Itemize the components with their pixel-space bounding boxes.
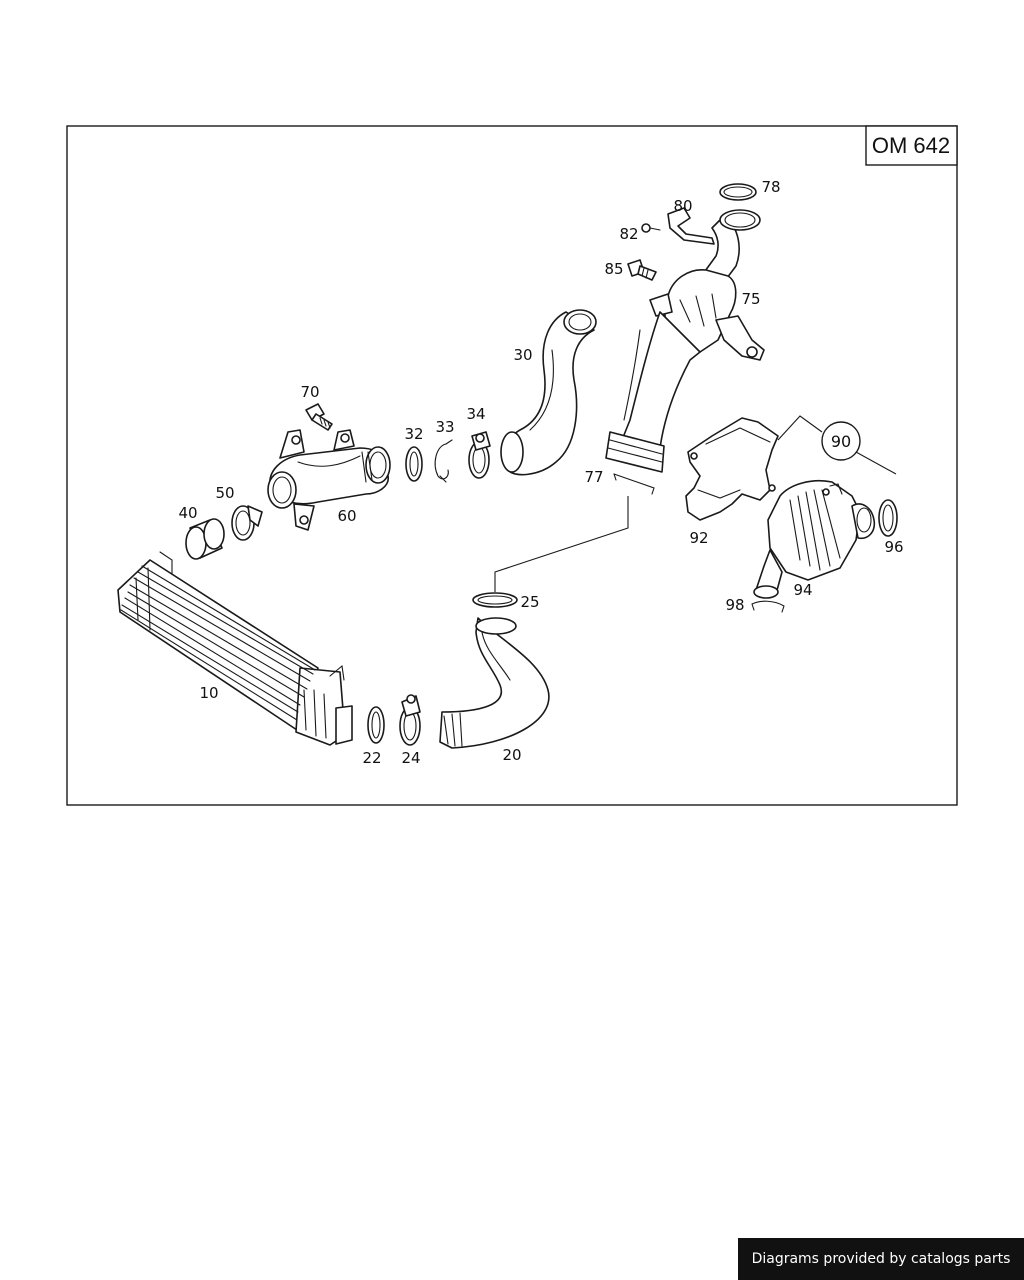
label-78: 78 (761, 178, 780, 196)
label-25: 25 (520, 593, 539, 611)
group-callout-90[interactable]: 90 (777, 415, 897, 475)
label-80: 80 (673, 197, 692, 215)
part-32-seal-ring[interactable] (405, 446, 423, 482)
part-33-retaining-clip[interactable] (434, 439, 453, 483)
label-24: 24 (401, 749, 420, 767)
part-80-bracket[interactable] (667, 207, 715, 245)
label-20: 20 (502, 746, 521, 764)
label-96: 96 (884, 538, 903, 556)
label-34: 34 (466, 405, 485, 423)
label-33: 33 (435, 418, 454, 436)
label-60: 60 (337, 507, 356, 525)
part-70-bolt[interactable] (305, 403, 333, 431)
label-94: 94 (793, 581, 812, 599)
label-70: 70 (300, 383, 319, 401)
part-78-o-ring[interactable] (719, 183, 757, 201)
part-22-seal-ring[interactable] (367, 706, 385, 744)
leader-25-77 (494, 496, 629, 592)
part-24-hose-clamp[interactable] (399, 694, 421, 746)
part-98-retaining-clip[interactable] (751, 600, 785, 613)
label-75: 75 (741, 290, 760, 308)
engine-badge: OM 642 (865, 125, 958, 166)
part-82-screw[interactable] (641, 223, 661, 233)
label-92: 92 (689, 529, 708, 547)
label-82: 82 (619, 225, 638, 243)
label-85: 85 (604, 260, 623, 278)
engine-badge-text: OM 642 (872, 133, 950, 158)
part-77-retaining-clip[interactable] (613, 473, 655, 495)
part-40-sleeve[interactable] (185, 518, 225, 560)
part-85-bolt[interactable] (627, 259, 657, 281)
part-25-o-ring[interactable] (472, 592, 518, 608)
part-10-intercooler[interactable] (117, 551, 353, 746)
label-32: 32 (404, 425, 423, 443)
label-98: 98 (725, 596, 744, 614)
part-34-hose-clamp[interactable] (468, 431, 491, 479)
label-77: 77 (584, 468, 603, 486)
label-50: 50 (215, 484, 234, 502)
label-30: 30 (513, 346, 532, 364)
part-30-upper-hose[interactable] (500, 309, 597, 476)
part-labels: 10 20 22 24 25 30 32 33 34 40 50 60 70 7… (178, 178, 903, 767)
part-50-hose-clamp[interactable] (231, 505, 263, 541)
part-92-heat-shield[interactable] (685, 417, 779, 521)
label-40: 40 (178, 504, 197, 522)
part-75-air-duct[interactable] (605, 209, 765, 473)
part-96-seal-ring[interactable] (878, 499, 898, 537)
part-20-lower-hose[interactable] (439, 617, 550, 749)
label-10: 10 (199, 684, 218, 702)
diagram-credit-footer: Diagrams provided by catalogs parts (738, 1238, 1024, 1280)
label-22: 22 (362, 749, 381, 767)
part-60-charge-air-pipe[interactable] (267, 429, 391, 531)
part-94-compressor[interactable] (753, 480, 876, 599)
group-callout-90-text: 90 (831, 432, 851, 451)
